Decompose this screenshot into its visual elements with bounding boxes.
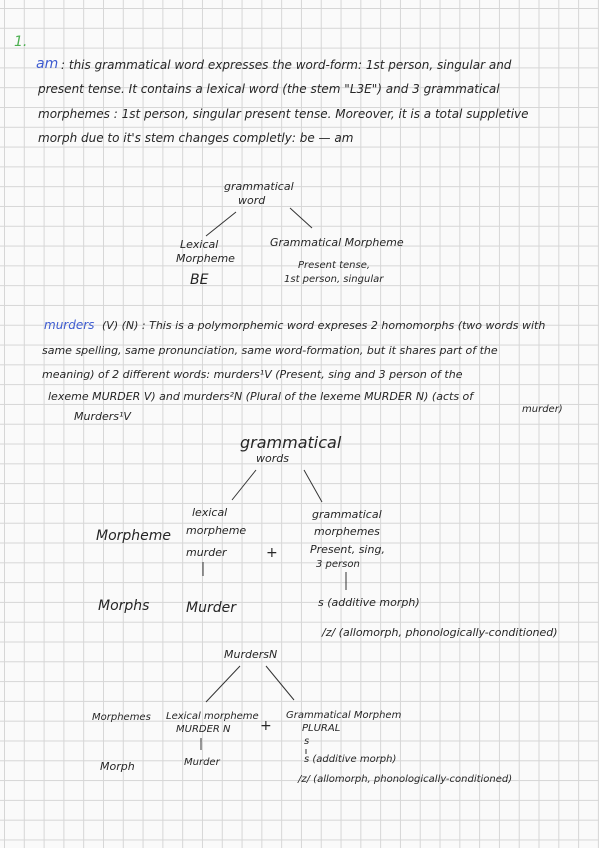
tree2-right-line3: Present, sing, (310, 543, 385, 556)
tree2-morph-right1: s (additive morph) (318, 596, 420, 609)
tree3-right-line2: PLURAL (302, 723, 341, 734)
section-number: 1. (14, 34, 28, 50)
tree3-branch-right (265, 665, 295, 701)
tree3-morph-right1: s (additive morph) (304, 754, 397, 765)
tree2-left-line2: morpheme (186, 524, 247, 537)
tree1-left-line1: Lexical (180, 238, 219, 251)
tree2-root-line1: grammatical (240, 433, 342, 452)
tree2-right-line1: grammatical (312, 508, 382, 521)
tree3-row-morph-label: Morph (100, 760, 135, 773)
para1-line4: morph due to it's stem changes completly… (38, 131, 354, 145)
tree3-row-morphemes-label: Morphemes (92, 712, 151, 723)
tree1-left-line2: Morpheme (176, 252, 235, 265)
tree3-right-line1: Grammatical Morphem (286, 710, 402, 721)
tree2-row-morphs-label: Morphs (98, 598, 150, 614)
para2-line1: (V) (N) : This is a polymorphemic word e… (102, 319, 546, 332)
para2-line4b: murder) (522, 404, 563, 415)
para2-line3: meaning) of 2 different words: murders¹V… (42, 368, 463, 381)
tree3-left-line1: Lexical morpheme (166, 711, 259, 722)
tree2-right-line2: morphemes (314, 525, 380, 538)
tree2-plus: + (266, 545, 278, 561)
tree2-morph-right2: /z/ (allomorph, phonologically-condition… (322, 626, 558, 639)
para1-line3: morphemes : 1st person, singular present… (38, 107, 529, 121)
tree1-right-line3: 1st person, singular (284, 274, 384, 285)
tree2-left-line1: lexical (192, 506, 228, 519)
tree1-root-line2: word (238, 194, 266, 207)
para2-line2: same spelling, same pronunciation, same … (42, 344, 498, 357)
tree2-branch-left (231, 469, 257, 501)
para1-line2: present tense. It contains a lexical wor… (38, 82, 500, 96)
tree3-branch-left (205, 665, 241, 703)
para2-line4: lexeme MURDER V) and murders²N (Plural o… (48, 390, 474, 403)
para2-line5: Murders¹V (74, 410, 131, 423)
tree1-branch-right (289, 207, 313, 229)
tree1-branch-left (205, 211, 237, 237)
tree3-root: MurdersN (224, 648, 278, 661)
tree2-row-morpheme-label: Morpheme (96, 528, 172, 544)
tree1-root-line1: grammatical (224, 180, 294, 193)
tree2-right-line4: 3 person (316, 559, 360, 570)
tree1-right-line2: Present tense, (298, 260, 371, 271)
keyword-am: am (36, 56, 59, 72)
tree3-left-line2: MURDER N (176, 724, 231, 735)
tree3-morph-right2: /z/ (allomorph, phonologically-condition… (298, 774, 513, 785)
tree2-morph-left: Murder (186, 600, 236, 616)
para1-line1: : this grammatical word expresses the wo… (61, 58, 512, 72)
keyword-murders: murders (44, 318, 95, 332)
tree3-right-line3: s (304, 736, 310, 747)
tree2-root-line2: words (256, 452, 289, 465)
tree2-left-value: murder (186, 546, 227, 559)
tree3-morph-left: Murder (184, 757, 220, 768)
tree3-plus: + (260, 718, 272, 734)
tree1-left-value: BE (190, 272, 209, 288)
tree2-branch-right (303, 469, 323, 503)
tree1-right-line1: Grammatical Morpheme (270, 236, 404, 249)
